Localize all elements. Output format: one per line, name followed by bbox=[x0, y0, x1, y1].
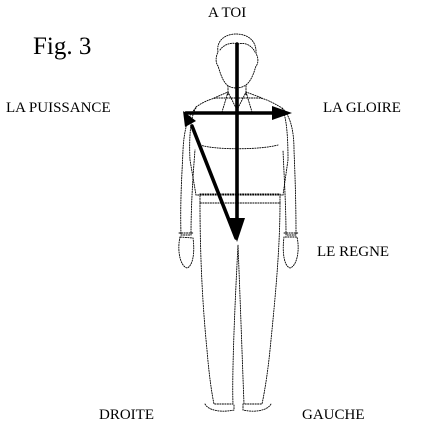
figure-legs bbox=[200, 203, 280, 404]
label-left: LA PUISSANCE bbox=[6, 101, 111, 116]
figure-hand-left bbox=[283, 237, 298, 268]
label-top: A TOI bbox=[208, 6, 246, 21]
figure-number: Fig. 3 bbox=[33, 34, 91, 59]
label-bottom-right: GAUCHE bbox=[302, 408, 365, 423]
figure-chest-line bbox=[200, 145, 278, 149]
arrow-diagonal bbox=[192, 126, 236, 238]
label-right: LA GLOIRE bbox=[323, 101, 401, 116]
label-bottom-left: DROITE bbox=[99, 408, 154, 423]
cross-arrows bbox=[183, 44, 292, 242]
label-middle: LE REGNE bbox=[317, 245, 389, 260]
figure-hand-right bbox=[179, 237, 194, 268]
figure-feet bbox=[205, 404, 271, 411]
figure-arm-left bbox=[282, 108, 296, 235]
